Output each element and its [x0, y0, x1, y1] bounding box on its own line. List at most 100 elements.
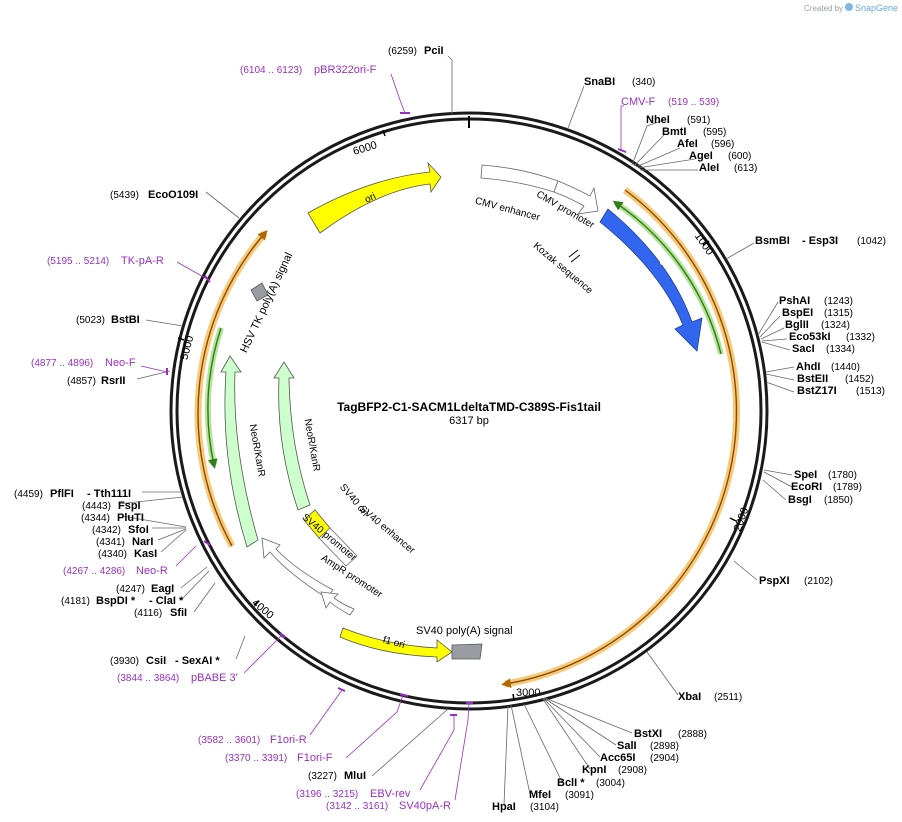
site-pos: (340) — [632, 77, 655, 88]
site-bsteii[interactable]: BstEII — [797, 373, 828, 385]
primer-sv40pa-r[interactable]: SV40pA-R — [399, 800, 451, 812]
site-sexai[interactable]: - SexAI * — [175, 655, 220, 667]
site-spei[interactable]: SpeI — [794, 469, 817, 481]
site-pspxi[interactable]: PspXI — [759, 575, 790, 587]
site-pshai[interactable]: PshAI — [779, 295, 810, 307]
feature-sv40-polya[interactable] — [451, 643, 483, 660]
feature-f1-ori[interactable] — [339, 627, 453, 663]
site-pos: (4341) — [96, 537, 125, 548]
feature-tagbfp[interactable] — [599, 208, 703, 352]
site-clai[interactable]: - ClaI * — [149, 595, 184, 607]
primer-neo-f[interactable]: Neo-F — [105, 357, 136, 369]
site-pflfi[interactable]: PflFI — [50, 488, 74, 500]
site-kasi[interactable]: KasI — [134, 548, 157, 560]
site-pos: (3104) — [530, 802, 559, 813]
site-bmti[interactable]: BmtI — [662, 126, 686, 138]
site-pcii[interactable]: PciI — [424, 45, 444, 57]
primer-range: (3844 .. 3864) — [117, 673, 179, 684]
site-tth111i[interactable]: - Tth111I — [87, 488, 131, 500]
site-pluti[interactable]: PluTI — [117, 512, 144, 524]
primer-neo-r[interactable]: Neo-R — [136, 565, 168, 577]
site-nari[interactable]: NarI — [132, 536, 153, 548]
site-pos: (6259) — [388, 46, 417, 57]
site-mfei[interactable]: MfeI — [529, 789, 551, 801]
primer-pbabe-3[interactable]: pBABE 3' — [191, 672, 238, 684]
tick-mark — [702, 240, 710, 246]
site-acc65i[interactable]: Acc65I — [600, 752, 635, 764]
site-rsrii[interactable]: RsrII — [101, 375, 125, 387]
site-xbai[interactable]: XbaI — [678, 691, 701, 703]
site-bstxi[interactable]: BstXI — [634, 728, 662, 740]
site-bsgi[interactable]: BsgI — [788, 494, 812, 506]
site-pos: (1780) — [828, 470, 857, 481]
site-mlui[interactable]: MluI — [344, 770, 366, 782]
orf-arc-neo-green-line — [207, 327, 222, 469]
site-bstz17i[interactable]: BstZ17I — [797, 385, 837, 397]
site-snabi[interactable]: SnaBI — [584, 76, 615, 88]
feature-neor-inner[interactable] — [273, 361, 311, 511]
orf-green-arcs — [204, 200, 724, 469]
site-pos: (1440) — [831, 362, 860, 373]
site-ahdi[interactable]: AhdI — [796, 361, 820, 373]
site-pos: (1850) — [824, 495, 853, 506]
site-bspdi[interactable]: BspDI * — [96, 595, 136, 607]
feature-sv40-promoter[interactable] — [261, 537, 334, 599]
site-ecori[interactable]: EcoRI — [791, 481, 822, 493]
site-pos: (4181) — [61, 596, 90, 607]
site-pos: (4116) — [134, 608, 162, 619]
primer-f1ori-r[interactable]: F1ori-R — [270, 734, 307, 746]
site-agei[interactable]: AgeI — [689, 150, 713, 162]
feature-sv40-enhancer[interactable] — [318, 527, 358, 567]
site-fspi[interactable]: FspI — [118, 500, 141, 512]
plasmid-length: 6317 bp — [449, 415, 489, 427]
feature-sv40-polya-label: SV40 poly(A) signal — [416, 625, 513, 637]
primer-tk-pa-r[interactable]: TK-pA-R — [121, 255, 164, 267]
primer-cmv-f[interactable]: CMV-F — [621, 96, 656, 108]
site-bspei[interactable]: BspEI — [782, 307, 813, 319]
feature-hsv-tk-label: HSV TK poly(A) signal — [238, 251, 295, 355]
tick-mark — [512, 693, 515, 701]
site-afei[interactable]: AfeI — [677, 138, 698, 150]
site-bcli[interactable]: BclI * — [557, 777, 585, 789]
site-bstbi[interactable]: BstBI — [111, 314, 140, 326]
feature-ampr-promoter[interactable] — [320, 591, 355, 616]
site-ecoo109i[interactable]: EcoO109I — [148, 189, 198, 201]
site-pos: (1332) — [846, 332, 875, 343]
site-pos: (3930) — [110, 656, 139, 667]
kozak-mark — [568, 249, 579, 258]
feature-cmv-promoter[interactable] — [553, 180, 599, 215]
primer-f1ori-f[interactable]: F1ori-F — [297, 752, 333, 764]
site-eagi[interactable]: EagI — [151, 583, 174, 595]
site-pos: (613) — [734, 163, 757, 174]
feature-ori[interactable] — [307, 161, 442, 234]
primer-pbr322ori-f[interactable]: pBR322ori-F — [314, 64, 377, 76]
primer-ebv-rev[interactable]: EBV-rev — [370, 788, 411, 800]
site-pos: (3004) — [596, 778, 625, 789]
credit-text: Created by — [804, 4, 843, 13]
site-hpai[interactable]: HpaI — [492, 801, 516, 813]
site-nhei[interactable]: NheI — [646, 114, 670, 126]
site-pos: (2511) — [714, 692, 742, 703]
site-kpni[interactable]: KpnI — [582, 764, 606, 776]
feature-cmv-enhancer[interactable] — [480, 164, 559, 193]
site-csii[interactable]: CsiI — [146, 655, 166, 667]
sites-left: (5439) EcoO109I (5023) BstBI (4857) RsrI… — [14, 189, 366, 782]
site-eco53ki[interactable]: Eco53kI — [789, 331, 831, 343]
feature-neor-outer[interactable] — [220, 355, 259, 548]
orf-arcs — [194, 187, 740, 688]
site-bsmbi[interactable]: BsmBI — [755, 235, 790, 247]
site-alei[interactable]: AleI — [699, 162, 719, 174]
primer-range: (6104 .. 6123) — [240, 65, 302, 76]
site-pos: (2898) — [650, 741, 679, 752]
feature-sv40-enhancer-label: SV40 enhancer — [357, 504, 417, 557]
site-pos: (1513) — [856, 386, 885, 397]
site-sfoi[interactable]: SfoI — [128, 524, 149, 536]
site-bglii[interactable]: BglII — [785, 319, 809, 331]
feature-hsv-tk-polya[interactable] — [250, 282, 269, 302]
site-pos: (4443) — [82, 501, 111, 512]
site-saci[interactable]: SacI — [792, 343, 815, 355]
site-sfii[interactable]: SfiI — [170, 607, 187, 619]
site-sali[interactable]: SalI — [617, 740, 637, 752]
site-esp3i[interactable]: - Esp3I — [802, 235, 838, 247]
